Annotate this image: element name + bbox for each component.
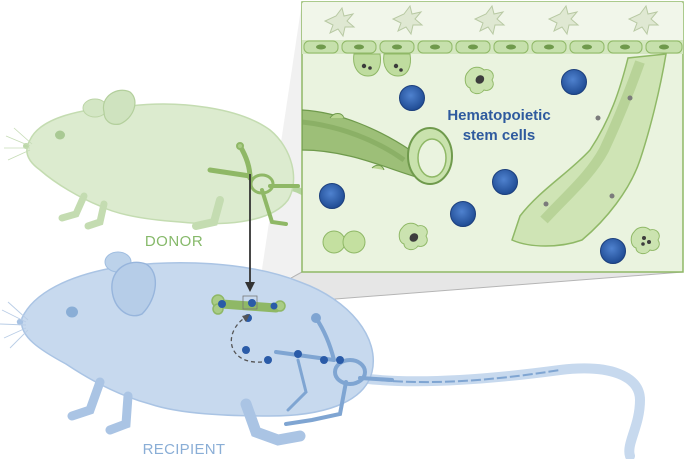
hsc-stem-cell-icon	[319, 69, 626, 264]
hsc-label-line2: stem cells	[463, 127, 536, 144]
blood-vessel	[302, 109, 453, 185]
recipient-label: RECIPIENT	[143, 441, 226, 458]
niche-cells	[322, 53, 660, 255]
sinusoid-vessel	[511, 53, 667, 247]
recipient-mouse-icon: RECIPIENT	[0, 251, 646, 459]
stromal-cell-icon	[323, 4, 660, 38]
donor-label: DONOR	[145, 233, 203, 250]
transplanted-bone-icon	[211, 294, 286, 315]
recipient-stem-cell-icon	[218, 299, 344, 364]
transplant-arrow	[245, 174, 255, 292]
endothelial-layer	[302, 40, 683, 54]
donor-bone-icon	[207, 142, 300, 226]
bone-marrow-panel: Hematopoietic stem cells	[301, 1, 684, 273]
hsc-label-line1: Hematopoietic	[447, 107, 550, 124]
donor-mouse-icon: DONOR	[4, 89, 315, 250]
